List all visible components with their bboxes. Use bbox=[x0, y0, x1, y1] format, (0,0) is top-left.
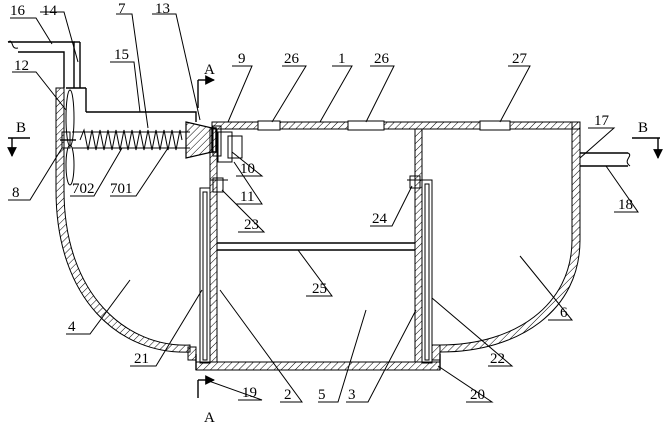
drive-11 bbox=[227, 135, 243, 159]
label-27: 27 bbox=[512, 51, 528, 67]
label-25: 25 bbox=[312, 281, 327, 297]
lid-opening-27 bbox=[479, 120, 511, 131]
motor-10 bbox=[217, 131, 233, 163]
outlet-pipe-break bbox=[626, 152, 631, 167]
feed-tube bbox=[66, 87, 217, 159]
label-6: 6 bbox=[560, 305, 568, 321]
label-701: 701 bbox=[110, 181, 133, 197]
left-partition-2 bbox=[209, 128, 218, 363]
label-11: 11 bbox=[240, 189, 254, 205]
tube-top bbox=[86, 111, 197, 122]
chamber-floor bbox=[195, 361, 441, 371]
label-3: 3 bbox=[348, 387, 356, 403]
label-15: 15 bbox=[114, 47, 129, 63]
left-gate-21 bbox=[199, 187, 211, 364]
label-9: 9 bbox=[238, 51, 246, 67]
leader-lines bbox=[8, 11, 639, 403]
label-16: 16 bbox=[10, 3, 26, 19]
cone-13 bbox=[185, 121, 213, 159]
label-19: 19 bbox=[242, 385, 257, 401]
label-702: 702 bbox=[72, 181, 95, 197]
fan-hub-702 bbox=[61, 131, 71, 149]
section-a-top: A bbox=[204, 62, 215, 78]
right-bowl-step bbox=[431, 344, 441, 361]
motor-block bbox=[212, 125, 243, 163]
reference-numerals: 16 14 7 13 9 26 1 26 27 17 12 15 10 11 8… bbox=[10, 1, 648, 426]
spring-7 bbox=[79, 128, 183, 151]
label-14: 14 bbox=[42, 3, 58, 19]
label-7: 7 bbox=[118, 1, 126, 17]
label-20: 20 bbox=[470, 387, 485, 403]
right-bowl-shell bbox=[439, 121, 581, 353]
label-12: 12 bbox=[14, 58, 29, 74]
right-gate-22 bbox=[421, 179, 433, 364]
label-23: 23 bbox=[244, 217, 259, 233]
label-17: 17 bbox=[594, 113, 610, 129]
right-partition-3 bbox=[414, 128, 423, 363]
label-18: 18 bbox=[618, 197, 633, 213]
bracket-23 bbox=[212, 177, 224, 193]
section-b-right: B bbox=[638, 120, 648, 136]
lid-opening-26b bbox=[347, 120, 385, 131]
bracket-24 bbox=[409, 175, 421, 189]
label-1: 1 bbox=[338, 51, 346, 67]
label-13: 13 bbox=[155, 1, 170, 17]
section-b-left: B bbox=[16, 120, 26, 136]
label-4: 4 bbox=[68, 319, 76, 335]
label-8: 8 bbox=[12, 185, 20, 201]
label-2: 2 bbox=[284, 387, 292, 403]
left-bowl-step bbox=[187, 346, 197, 361]
label-24: 24 bbox=[372, 211, 388, 227]
left-bowl-shell bbox=[55, 87, 191, 353]
label-22: 22 bbox=[490, 351, 505, 367]
section-markers bbox=[7, 75, 663, 398]
lid-opening-26a bbox=[257, 120, 281, 131]
label-5: 5 bbox=[318, 387, 326, 403]
sliding-gates bbox=[199, 175, 433, 364]
inlet-assembly bbox=[7, 40, 81, 186]
label-26b: 26 bbox=[374, 51, 390, 67]
section-a-bottom: A bbox=[204, 410, 215, 426]
label-26a: 26 bbox=[284, 51, 300, 67]
label-21: 21 bbox=[134, 351, 149, 367]
label-10: 10 bbox=[240, 161, 255, 177]
outer-housing bbox=[55, 87, 631, 361]
